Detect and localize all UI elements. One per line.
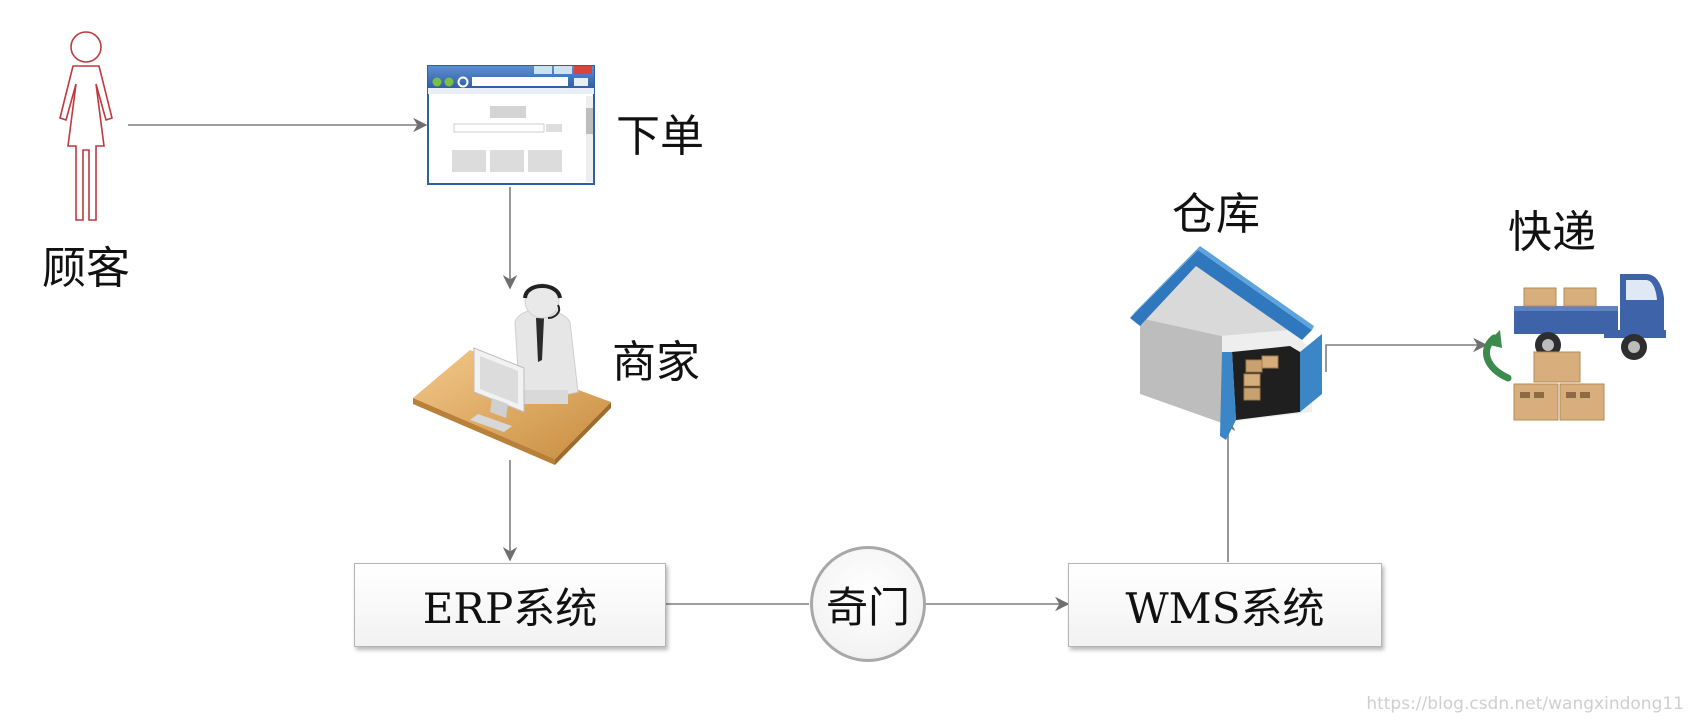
customer-label: 顾客: [42, 243, 130, 294]
delivery-truck-icon: [1483, 274, 1666, 421]
warehouse-label: 仓库: [1172, 189, 1260, 240]
watermark: https://blog.csdn.net/wangxindong11: [1366, 694, 1684, 714]
connectors: [128, 117, 1488, 612]
order-label: 下单: [616, 111, 704, 162]
browser-window-icon: [427, 65, 595, 185]
warehouse-icon: [1130, 246, 1322, 440]
call-center-agent-icon: [413, 283, 611, 465]
express-label: 快递: [1508, 207, 1596, 258]
person-icon: [59, 31, 113, 221]
wms-system-box: WMS系统: [1068, 563, 1382, 647]
erp-system-box: ERP系统: [354, 563, 666, 647]
merchant-label: 商家: [612, 337, 700, 388]
qimen-node: 奇门: [810, 546, 926, 662]
arrow-warehouse-to-express: [1325, 337, 1488, 372]
